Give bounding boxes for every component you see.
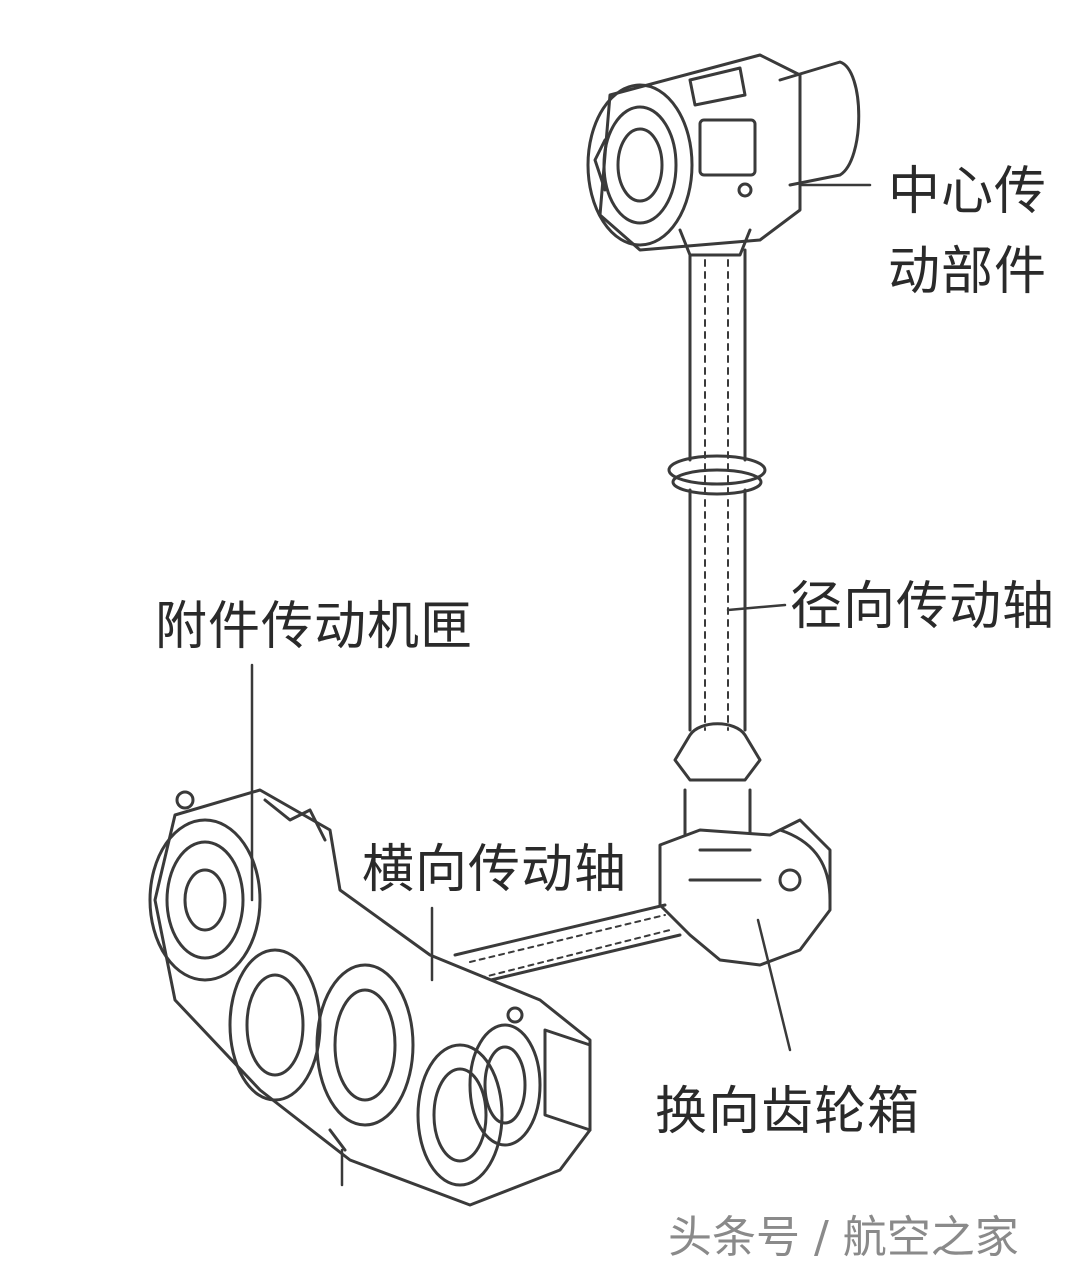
horizontal-shaft bbox=[453, 903, 682, 987]
leader-radial-shaft bbox=[726, 603, 787, 612]
transfer-gearbox-body bbox=[658, 818, 832, 967]
leader-lines bbox=[250, 183, 872, 1187]
label-horizontal-shaft: 横向传动轴 bbox=[362, 840, 628, 900]
label-central-drive-line2: 动部件 bbox=[888, 242, 1048, 302]
label-accessory-gearbox: 附件传动机匣 bbox=[155, 597, 474, 657]
radial-shaft bbox=[667, 248, 767, 842]
label-transfer-gearbox: 换向齿轮箱 bbox=[655, 1082, 921, 1142]
label-central-drive-line1: 中心传 bbox=[888, 162, 1048, 222]
central-drive-housing bbox=[586, 53, 861, 257]
label-radial-shaft: 径向传动轴 bbox=[790, 577, 1056, 637]
watermark: 头条号 / 航空之家 bbox=[668, 1212, 1019, 1263]
leader-transfer-gearbox bbox=[756, 918, 792, 1052]
accessory-gearbox-body bbox=[148, 788, 592, 1207]
